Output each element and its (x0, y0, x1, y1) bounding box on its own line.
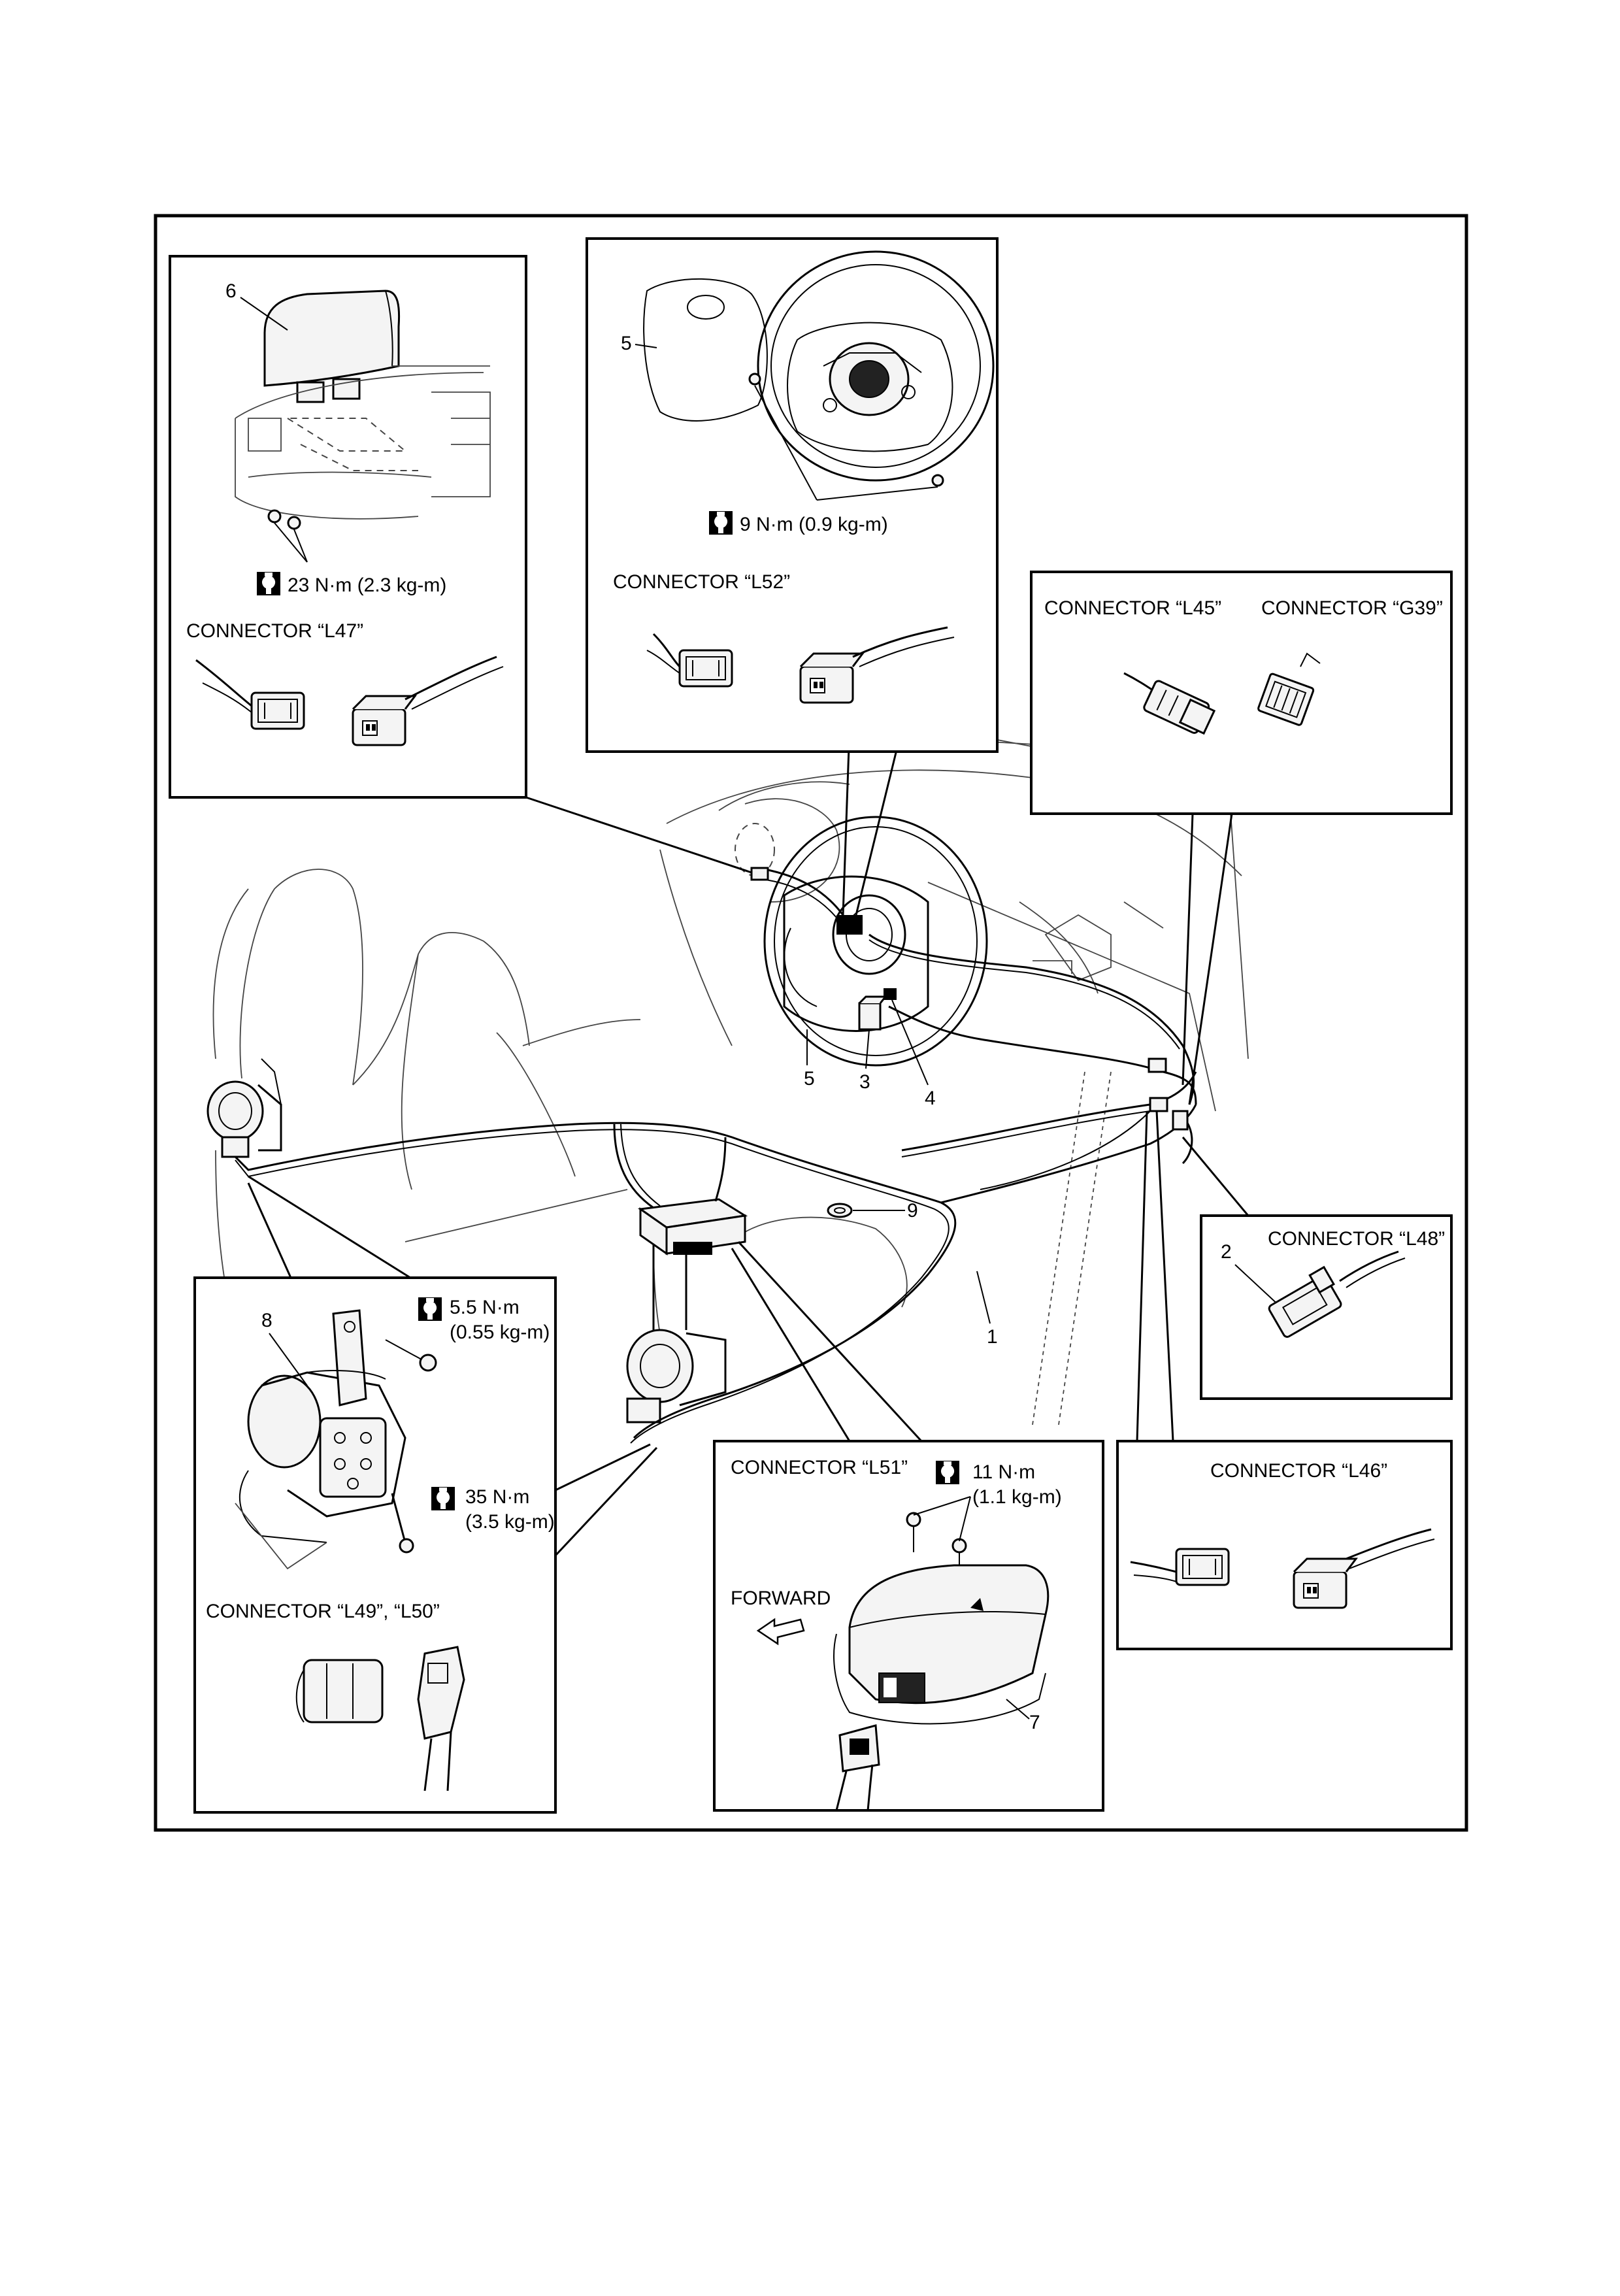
inset-steering-wheel: 5 9 N·m (0.9 kg-m) CONNECTOR “L52” (587, 239, 997, 752)
connector-l46-socket (1294, 1559, 1356, 1608)
connector-l47-socket (353, 696, 415, 745)
connector-l46-label: CONNECTOR “L46” (1210, 1460, 1387, 1482)
torque-5-5nm-b: (0.55 kg-m) (450, 1322, 550, 1343)
connector-l47-label: CONNECTOR “L47” (186, 620, 363, 642)
connector-l49-l50-label: CONNECTOR “L49”, “L50” (206, 1601, 440, 1622)
torque-wrench-icon (257, 572, 280, 595)
leader-l49-a (248, 1176, 410, 1278)
leader-l45-a (1183, 814, 1193, 1085)
torque-11nm-b: (1.1 kg-m) (972, 1486, 1062, 1508)
leader-l48 (1183, 1137, 1248, 1216)
connector-g39-label: CONNECTOR “G39” (1261, 597, 1443, 619)
torque-11nm-a: 11 N·m (972, 1461, 1035, 1483)
leader-l47 (526, 797, 752, 873)
connector-l51-label: CONNECTOR “L51” (731, 1457, 908, 1478)
leader-l50-b (555, 1448, 657, 1556)
leader-l51-b (738, 1242, 921, 1441)
torque-wrench-icon (936, 1461, 959, 1484)
callout-4: 4 (925, 1088, 936, 1109)
callout-3: 3 (859, 1071, 870, 1093)
inset-sensing-module: CONNECTOR “L51” 11 N·m (1.1 kg-m) FORWAR… (714, 1441, 1103, 1810)
callout-2: 2 (1221, 1241, 1232, 1263)
leader-l52-b (856, 729, 902, 915)
torque-35nm-a: 35 N·m (465, 1486, 529, 1508)
torque-9nm: 9 N·m (0.9 kg-m) (740, 514, 888, 535)
torque-23nm: 23 N·m (2.3 kg-m) (288, 574, 446, 596)
forward-label: FORWARD (731, 1588, 831, 1609)
inset-connector-l46: CONNECTOR “L46” (1117, 1441, 1451, 1649)
torque-35nm-b: (3.5 kg-m) (465, 1511, 555, 1533)
connector-l52-label: CONNECTOR “L52” (613, 571, 790, 593)
leader-l49-b (248, 1183, 291, 1278)
callout-5-inset: 5 (621, 333, 632, 354)
leader-l46-b (1157, 1111, 1173, 1441)
connector-l45-label: CONNECTOR “L45” (1044, 597, 1221, 619)
callout-6: 6 (225, 280, 237, 302)
leader-l50-a (555, 1444, 650, 1490)
torque-wrench-icon (418, 1297, 442, 1321)
leader-l45-b (1189, 814, 1232, 1105)
torque-wrench-icon (431, 1487, 455, 1510)
inset-passenger-airbag: 6 23 N·m (2.3 kg-m) CONNECTOR “L47” (170, 256, 526, 797)
connector-l48-label: CONNECTOR “L48” (1268, 1228, 1445, 1250)
connector-l52-plug (680, 650, 732, 686)
torque-5-5nm-a: 5.5 N·m (450, 1297, 520, 1318)
inset-seat-belt-pretensioner: 8 5.5 N·m (0.55 kg-m) 35 N·m (3.5 kg-m) … (195, 1278, 555, 1812)
connector-l52-socket (801, 654, 863, 703)
callout-1: 1 (987, 1326, 998, 1348)
connector-l47-plug (252, 693, 304, 729)
leader-l46-a (1137, 1111, 1147, 1441)
callout-5-main: 5 (804, 1068, 815, 1090)
inset-connector-l48: CONNECTOR “L48” 2 (1201, 1216, 1451, 1399)
torque-wrench-icon (709, 511, 733, 535)
connector-l46-plug (1176, 1549, 1229, 1585)
callout-9: 9 (907, 1200, 918, 1222)
callout-7: 7 (1029, 1712, 1040, 1733)
callout-8: 8 (261, 1310, 273, 1331)
inset-connector-l45-g39: CONNECTOR “L45” CONNECTOR “G39” (1031, 572, 1451, 814)
